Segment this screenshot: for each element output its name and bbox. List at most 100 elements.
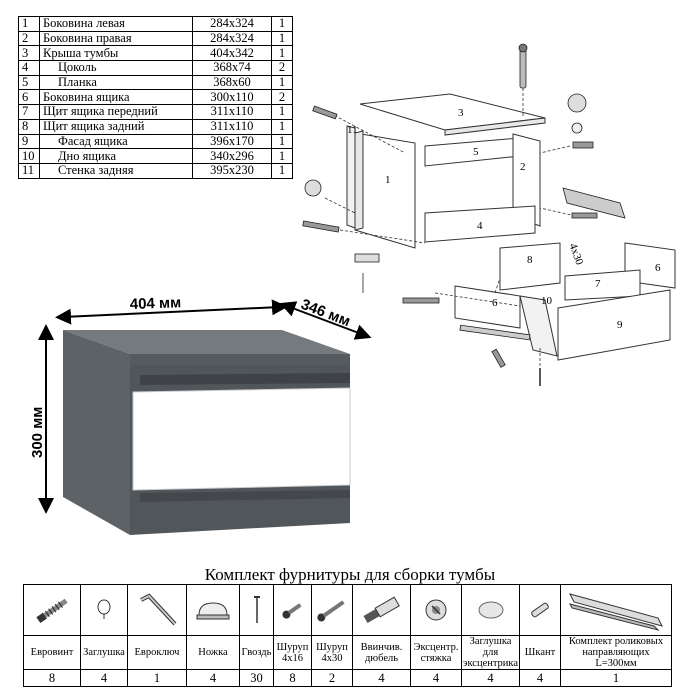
hardware-name: Шуруп 4х16 xyxy=(273,635,312,670)
part-number: 7 xyxy=(18,104,40,120)
drawer-facade xyxy=(132,387,351,491)
part-number: 3 xyxy=(18,45,40,62)
part-size: 368x60 xyxy=(192,74,272,91)
part-1-left-side xyxy=(354,132,416,249)
hardware-name: Комплект роликовых направляющих L=300мм xyxy=(560,635,672,670)
hardware-qty: 4 xyxy=(519,669,561,687)
hardware-qty: 8 xyxy=(273,669,312,687)
exploded-label: 9 xyxy=(617,319,623,331)
eurovint-icon xyxy=(24,595,80,625)
hardware-qty: 4 xyxy=(410,669,462,687)
screw-long-icon xyxy=(312,595,352,625)
hardware-name: Евровинт xyxy=(23,635,81,670)
width-label: 404 мм xyxy=(130,294,182,313)
screw-short-icon xyxy=(274,595,311,625)
exploded-label: 6 xyxy=(655,262,661,274)
part-number: 1 xyxy=(18,16,40,32)
part-number: 11 xyxy=(18,162,40,179)
nightstand-top xyxy=(63,330,350,354)
part-qty: 1 xyxy=(271,104,293,120)
screw-size-label: 4x30 xyxy=(567,242,586,267)
part-number: 2 xyxy=(18,30,40,47)
part-qty: 1 xyxy=(271,16,293,32)
hardware-icon-cell xyxy=(23,584,81,636)
part-qty: 1 xyxy=(271,162,293,179)
hardware-name: Заглушка для эксцентрика xyxy=(461,635,520,670)
exploded-label: 1 xyxy=(385,174,391,186)
part-number: 6 xyxy=(18,89,40,106)
part-size: 404x342 xyxy=(192,45,272,62)
hardware-title: Комплект фурнитуры для сборки тумбы xyxy=(204,565,496,584)
exploded-label: 11 xyxy=(347,124,358,136)
part-size: 368x74 xyxy=(192,60,272,76)
exploded-label: 10 xyxy=(541,295,553,307)
hardware-icon-cell xyxy=(186,584,240,636)
part-name: Планка xyxy=(39,74,193,91)
part-qty: 2 xyxy=(271,89,293,106)
hardware-qty: 4 xyxy=(186,669,240,687)
part-qty: 2 xyxy=(271,60,293,76)
hardware-icon-cell xyxy=(127,584,187,636)
hardware-qty: 1 xyxy=(127,669,187,687)
part-11-back-panel xyxy=(346,125,356,229)
part-name: Щит ящика задний xyxy=(39,118,193,135)
hardware-icon-cell xyxy=(410,584,462,636)
part-6-drawer-side-left xyxy=(454,285,521,329)
part-size: 284x324 xyxy=(192,30,272,47)
part-size: 284x324 xyxy=(192,16,272,32)
part-name: Цоколь xyxy=(39,60,193,76)
part-4-plinth xyxy=(424,205,536,243)
part-10-drawer-bottom xyxy=(519,295,558,357)
part-8-drawer-back xyxy=(499,242,561,291)
part-number: 8 xyxy=(18,118,40,135)
hardware-icon-cell xyxy=(352,584,411,636)
hardware-icon-cell xyxy=(461,584,520,636)
hardware-name: Эксцентр. стяжка xyxy=(410,635,462,670)
nightstand-left-side xyxy=(63,330,130,535)
part-size: 300x110 xyxy=(192,89,272,106)
part-qty: 1 xyxy=(271,133,293,150)
hardware-name: Гвоздь xyxy=(239,635,274,670)
hex-key-icon xyxy=(128,592,186,628)
part-qty: 1 xyxy=(271,148,293,164)
part-size: 396x170 xyxy=(192,133,272,150)
nightstand-render: 404 мм 346 мм 300 мм xyxy=(29,294,372,535)
hardware-name: Ввинчив. дюбель xyxy=(352,635,411,670)
part-size: 311x110 xyxy=(192,118,272,135)
cam-lock-icon xyxy=(411,594,461,626)
exploded-label: 8 xyxy=(527,254,533,266)
hardware-icon-cell xyxy=(239,584,274,636)
drawer-runner-icon xyxy=(561,588,671,632)
part-name: Щит ящика передний xyxy=(39,104,193,120)
hardware-name: Ножка xyxy=(186,635,240,670)
hardware-name: Шкант xyxy=(519,635,561,670)
exploded-label: 7 xyxy=(595,278,601,290)
part-2-right-side xyxy=(512,133,541,227)
part-9-facade xyxy=(557,289,671,361)
part-number: 10 xyxy=(18,148,40,164)
depth-dimension-line xyxy=(279,301,372,340)
part-size: 395x230 xyxy=(192,162,272,179)
nightstand-top-edge xyxy=(130,354,350,365)
part-number: 5 xyxy=(18,74,40,91)
exploded-label: 6 xyxy=(492,297,498,309)
part-qty: 1 xyxy=(271,74,293,91)
part-qty: 1 xyxy=(271,30,293,47)
cam-cap-icon xyxy=(462,597,519,623)
foot-icon xyxy=(187,595,239,625)
part-7-drawer-front xyxy=(564,269,641,301)
hardware-qty: 4 xyxy=(352,669,411,687)
hardware-qty: 2 xyxy=(311,669,353,687)
hardware-name: Евроключ xyxy=(127,635,187,670)
wood-dowel-icon xyxy=(520,595,560,625)
dowel-icon xyxy=(353,594,410,626)
height-label: 300 мм xyxy=(29,407,46,458)
exploded-assembly-diagram: 3 5 1 2 4 11 8 6 7 6 10 9 4x30 xyxy=(302,43,676,386)
